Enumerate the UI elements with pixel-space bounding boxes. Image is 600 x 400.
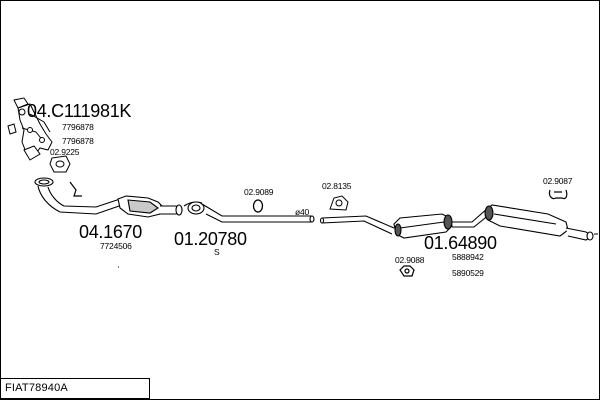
pipe-joint-icon[interactable] [319,215,395,235]
catalyst-part-number: 01.20780 [174,229,247,249]
catalytic-converter-icon[interactable] [117,195,183,218]
rear-hanger-part-number: 02.9087 [543,176,573,186]
front-pipe-part-number: 04.1670 [79,222,142,242]
rear-pipe-icon[interactable] [452,207,491,228]
bracket-icon[interactable] [69,181,82,197]
diameter-mark: ø40 [295,207,310,217]
model-code: FIAT78940A [5,382,68,394]
manifold-part-number: 04.C111981K [27,101,132,121]
middle-silencer-ref-2: 5890529 [452,268,484,278]
reference-tick-marks [118,233,598,268]
mid-mount-icon[interactable] [329,195,349,211]
manifold-ref-2: 7796878 [62,136,94,146]
manifold-ref-1: 7796878 [62,122,94,132]
front-pipe-icon[interactable] [34,177,123,215]
front-pipe-ref: 7724506 [100,241,132,251]
exhaust-manifold-icon[interactable] [7,97,53,161]
middle-silencer-part-number: 01.64890 [424,233,497,253]
intermediate-pipe-icon[interactable] [183,201,315,223]
middle-silencer-ref-1: 5888942 [452,252,484,262]
clamp-part-number: 02.9089 [244,187,274,197]
rear-small-mount-icon[interactable] [399,265,415,277]
rear-silencer-icon[interactable] [484,204,594,241]
clamp-ring-icon[interactable] [252,199,264,213]
gasket-part-number: 02.9225 [50,147,80,157]
catalyst-note: S [214,247,220,257]
rear-hanger-icon[interactable] [548,189,568,200]
middle-silencer-icon[interactable] [393,213,453,239]
mid-mount-part-number: 02.8135 [322,181,352,191]
model-box [0,378,150,399]
rear-small-mount-part-number: 02.9088 [395,255,425,265]
manifold-gasket-icon[interactable] [49,155,71,173]
